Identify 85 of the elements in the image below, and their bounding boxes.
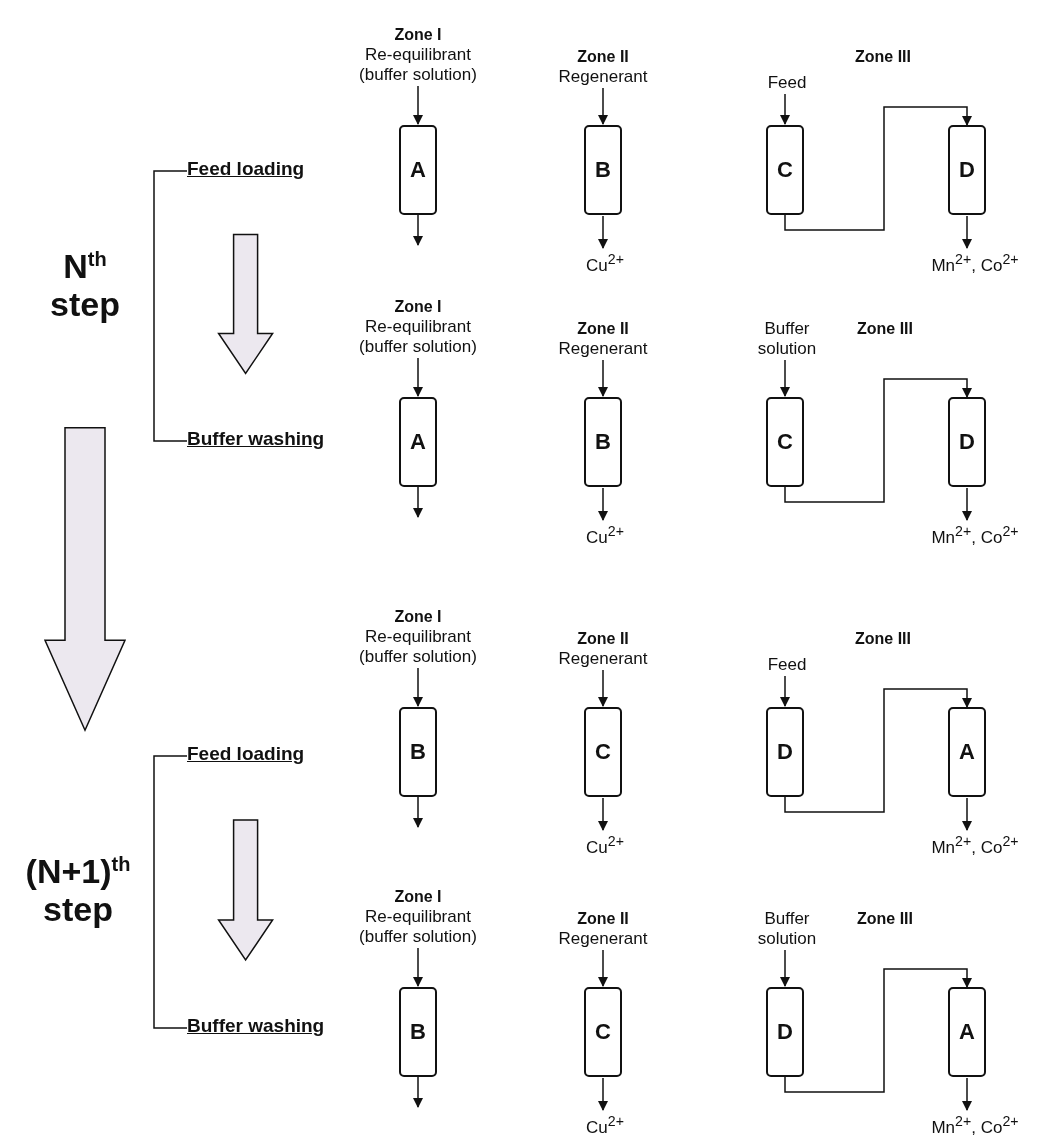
inlet-label: Regenerant [557, 929, 649, 949]
column: A [399, 397, 437, 487]
outlet-label: Cu$^{2+}$ [565, 249, 645, 276]
zone-heading: Zone I [393, 297, 443, 317]
phase-label: Feed loading [187, 743, 305, 765]
column: D [766, 987, 804, 1077]
step-heading: N$^{th}$ step [35, 240, 135, 324]
phase-label: Feed loading [187, 158, 305, 180]
column: B [399, 707, 437, 797]
flow-arrow [780, 93, 790, 125]
flow-arrow [598, 949, 608, 987]
outlet-label: Mn$^{2+}$, Co$^{2+}$ [915, 1111, 1035, 1135]
column: C [766, 397, 804, 487]
zone-heading: Zone III [855, 629, 911, 649]
flow-arrow [784, 968, 972, 1093]
zone-heading: Zone III [857, 319, 913, 339]
inlet-label: Re-equilibrant (buffer solution) [358, 45, 478, 85]
flow-arrow [962, 215, 972, 249]
block-arrow [217, 819, 274, 962]
flow-arrow [413, 796, 423, 828]
flow-arrow [413, 214, 423, 246]
flow-arrow [598, 359, 608, 397]
inlet-label: Feed [750, 73, 824, 93]
column: C [584, 987, 622, 1077]
flow-arrow [962, 1077, 972, 1111]
flow-arrow [780, 359, 790, 397]
flow-arrow [413, 357, 423, 397]
zone-heading: Zone III [857, 909, 913, 929]
column: B [584, 397, 622, 487]
outlet-label: Cu$^{2+}$ [565, 1111, 645, 1135]
inlet-label: Re-equilibrant (buffer solution) [358, 907, 478, 947]
column: D [948, 397, 986, 487]
flow-arrow [598, 215, 608, 249]
column: A [948, 707, 986, 797]
zone-heading: Zone II [576, 319, 630, 339]
outlet-label: Cu$^{2+}$ [565, 521, 645, 548]
column: A [948, 987, 986, 1077]
flow-arrow [598, 487, 608, 521]
inlet-label: Regenerant [557, 67, 649, 87]
zone-heading: Zone I [393, 887, 443, 907]
flow-arrow [784, 378, 972, 503]
outlet-label: Mn$^{2+}$, Co$^{2+}$ [915, 249, 1035, 276]
column: C [584, 707, 622, 797]
flow-arrow [598, 797, 608, 831]
column: B [399, 987, 437, 1077]
inlet-label: Regenerant [557, 649, 649, 669]
flow-arrow [413, 486, 423, 518]
column: D [948, 125, 986, 215]
flow-arrow [784, 106, 972, 231]
flow-arrow [413, 947, 423, 987]
inlet-label: Re-equilibrant (buffer solution) [358, 627, 478, 667]
flow-arrow [413, 1076, 423, 1108]
zone-heading: Zone III [855, 47, 911, 67]
outlet-label: Cu$^{2+}$ [565, 831, 645, 858]
zone-heading: Zone II [576, 47, 630, 67]
flow-arrow [598, 1077, 608, 1111]
inlet-label: Re-equilibrant (buffer solution) [358, 317, 478, 357]
column: D [766, 707, 804, 797]
flow-arrow [780, 949, 790, 987]
zone-heading: Zone II [576, 629, 630, 649]
block-arrow [217, 233, 274, 375]
phase-label: Buffer washing [187, 1015, 325, 1037]
inlet-label: Feed [750, 655, 824, 675]
column: A [399, 125, 437, 215]
flow-arrow [413, 667, 423, 707]
column: C [766, 125, 804, 215]
zone-heading: Zone I [393, 25, 443, 45]
flow-arrow [784, 688, 972, 813]
inlet-label: Regenerant [557, 339, 649, 359]
flow-arrow [598, 87, 608, 125]
outlet-label: Mn$^{2+}$, Co$^{2+}$ [915, 831, 1035, 858]
flow-arrow [413, 85, 423, 125]
flow-arrow [780, 675, 790, 707]
column: B [584, 125, 622, 215]
flow-arrow [962, 487, 972, 521]
zone-heading: Zone II [576, 909, 630, 929]
block-arrow [43, 426, 127, 733]
step-heading: (N+1)$^{th}$ step [3, 845, 153, 929]
inlet-label: Buffer solution [750, 909, 824, 949]
flow-arrow [962, 797, 972, 831]
outlet-label: Mn$^{2+}$, Co$^{2+}$ [915, 521, 1035, 548]
phase-label: Buffer washing [187, 428, 325, 450]
zone-heading: Zone I [393, 607, 443, 627]
inlet-label: Buffer solution [750, 319, 824, 359]
flow-arrow [598, 669, 608, 707]
